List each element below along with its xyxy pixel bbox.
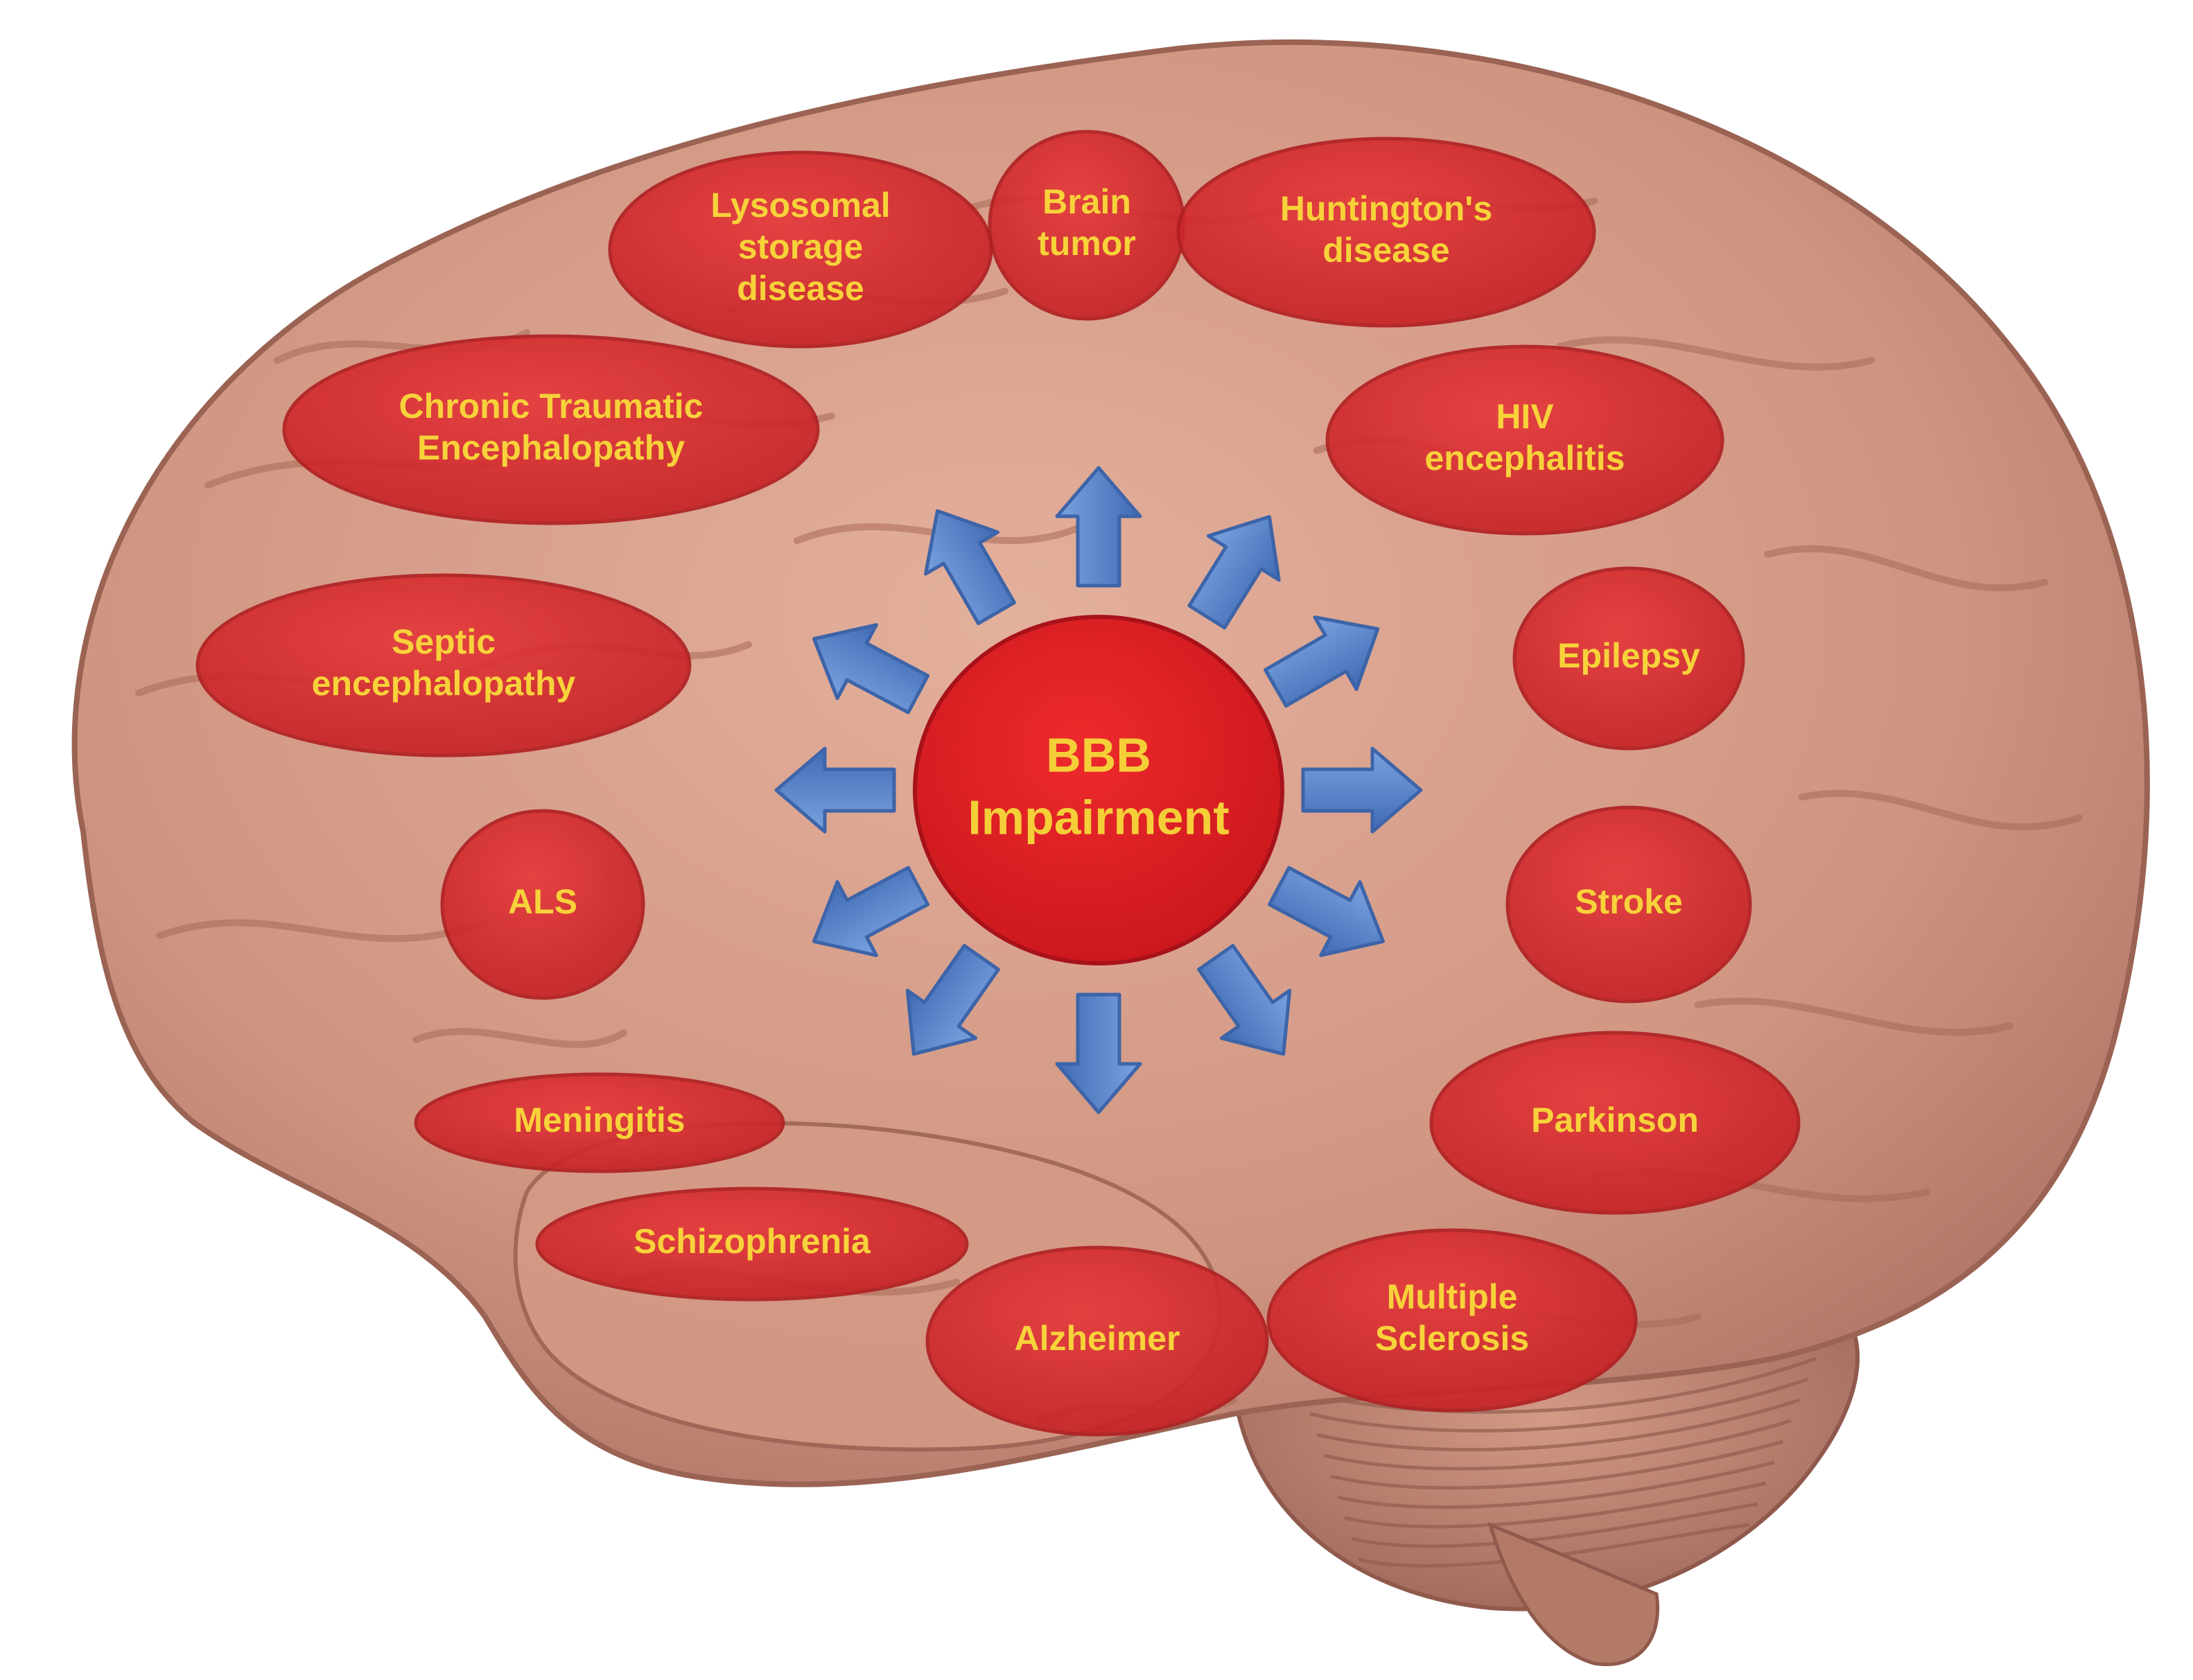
disease-ellipse	[1505, 805, 1752, 1004]
arrow-icon	[1267, 866, 1386, 957]
arrow-icon	[774, 746, 896, 834]
disease-label: disease	[1322, 231, 1449, 270]
disease-label: Septic	[392, 622, 496, 661]
disease-node-als: ALS	[440, 809, 645, 1000]
disease-node-epilepsy: Epilepsy	[1512, 566, 1745, 751]
disease-label: Sclerosis	[1375, 1319, 1529, 1358]
disease-label: Alzheimer	[1015, 1319, 1180, 1358]
disease-ellipse	[440, 809, 645, 1000]
disease-ellipse	[1176, 137, 1596, 328]
arrow-icon	[1264, 615, 1380, 708]
cerebellum-fold	[1330, 1440, 1783, 1490]
brain-fold	[1764, 545, 2048, 592]
brain-fold	[1799, 789, 2083, 831]
disease-node-parkinson: Parkinson	[1429, 1031, 1801, 1215]
disease-ellipse	[282, 334, 820, 525]
disease-label: HIV	[1496, 397, 1554, 436]
brain-fold	[412, 1028, 627, 1049]
disease-ellipse	[1325, 344, 1724, 536]
disease-node-alzheimer: Alzheimer	[925, 1245, 1269, 1437]
arrow-icon	[812, 866, 930, 957]
disease-ellipse	[535, 1187, 969, 1302]
disease-label: Chronic Traumatic	[399, 387, 704, 426]
arrow-icon	[924, 509, 1016, 625]
cerebellum-fold	[1351, 1502, 1758, 1548]
disease-ellipse	[414, 1072, 785, 1173]
disease-label: Multiple	[1387, 1277, 1518, 1316]
disease-ellipses: LysosomalstoragediseaseBraintumorHunting…	[195, 130, 1801, 1437]
disease-node-meningitis: Meningitis	[414, 1072, 785, 1173]
disease-ellipse	[925, 1245, 1269, 1437]
disease-ellipse	[1266, 1228, 1638, 1412]
center-label: Impairment	[968, 790, 1229, 844]
disease-label: tumor	[1038, 224, 1136, 263]
brainstem-shape	[1487, 1521, 1659, 1666]
brain-fold	[1695, 997, 2013, 1036]
cerebellum-fold	[1323, 1419, 1792, 1471]
center-label: BBB	[1046, 728, 1151, 782]
disease-ellipse	[1512, 566, 1745, 751]
disease-label: Schizophrenia	[634, 1222, 871, 1261]
disease-label: Lysosomal	[710, 186, 890, 225]
arrow-icon	[1187, 515, 1281, 630]
disease-label: ALS	[508, 882, 577, 921]
disease-ellipse	[1429, 1031, 1801, 1215]
disease-node-schizophrenia: Schizophrenia	[535, 1187, 969, 1302]
cerebellum-fold	[1337, 1460, 1775, 1510]
disease-label: Meningitis	[514, 1101, 685, 1139]
disease-node-stroke: Stroke	[1505, 805, 1752, 1004]
arrow-icon	[1055, 992, 1142, 1114]
brain-fold	[1556, 336, 1875, 371]
disease-label: Brain	[1042, 182, 1131, 221]
arrow-icon	[1055, 466, 1142, 588]
center-node: BBB Impairment	[913, 615, 1284, 965]
arrow-ring	[774, 466, 1423, 1114]
disease-label: disease	[737, 269, 864, 308]
cerebellum-fold	[1316, 1398, 1800, 1452]
disease-label: Huntington's	[1280, 189, 1492, 228]
arrow-icon	[1301, 746, 1423, 834]
disease-label: encephalitis	[1425, 439, 1625, 478]
center-circle	[913, 615, 1284, 965]
disease-ellipse	[195, 573, 692, 758]
cerebellum-fold	[1309, 1377, 1808, 1433]
arrow-icon	[905, 943, 1000, 1056]
cerebellum-fold	[1344, 1481, 1767, 1529]
disease-label: encephalopathy	[312, 664, 576, 703]
disease-label: Encephalopathy	[417, 428, 685, 467]
disease-label: storage	[738, 227, 864, 266]
disease-label: Parkinson	[1531, 1101, 1699, 1139]
arrow-icon	[812, 623, 930, 715]
brain-fold	[156, 918, 489, 943]
disease-label: Stroke	[1575, 882, 1683, 921]
cerebellum-fold	[1302, 1356, 1817, 1414]
disease-ellipse	[608, 150, 993, 349]
arrow-icon	[1197, 943, 1292, 1056]
disease-label: Epilepsy	[1557, 636, 1700, 675]
